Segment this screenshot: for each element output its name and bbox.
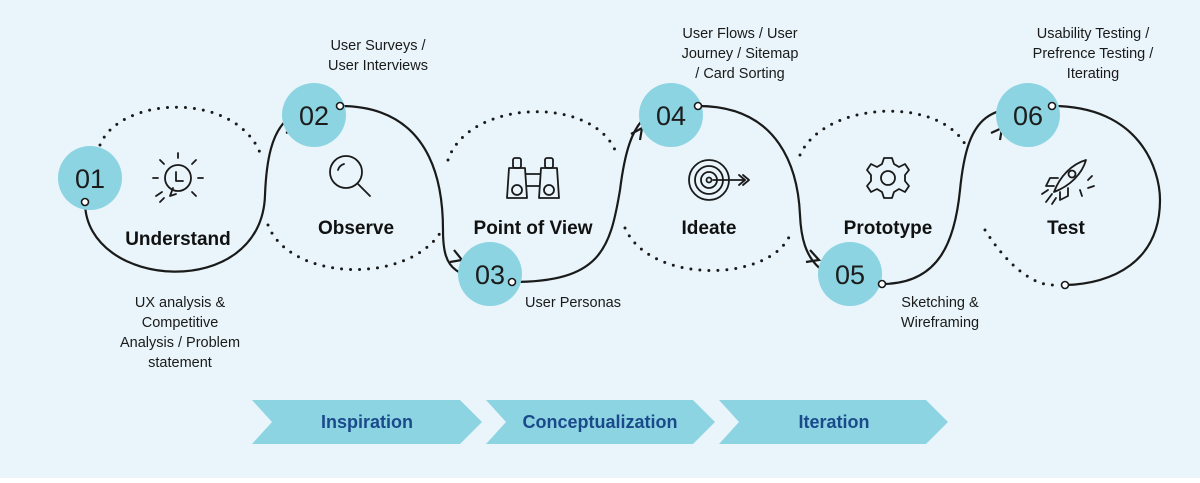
node-dot [80, 197, 90, 207]
note-line: Iterating [1067, 66, 1119, 82]
note-prototype: Sketching & Wireframing [901, 295, 979, 331]
dotted-arc [446, 110, 617, 162]
step-circle-05 [818, 242, 882, 306]
lightbulb-icon [152, 152, 204, 203]
note-line: Competitive [142, 315, 219, 331]
node-dot [693, 101, 703, 111]
note-line: User Personas [525, 295, 621, 311]
step-number: 06 [1013, 101, 1043, 131]
gear-icon [866, 157, 910, 199]
phase-label: Inspiration [321, 412, 413, 432]
note-test: Usability Testing / Prefrence Testing / … [1033, 26, 1155, 82]
note-line: Prefrence Testing / [1033, 46, 1155, 62]
arrowhead [805, 249, 822, 264]
step-circle-04 [639, 83, 703, 147]
note-understand: UX analysis & Competitive Analysis / Pro… [120, 295, 240, 371]
node-dot [1047, 101, 1057, 111]
binoculars-icon [506, 157, 560, 199]
note-line: statement [148, 355, 212, 371]
note-line: Wireframing [901, 315, 979, 331]
note-line: Journey / Sitemap [682, 46, 799, 62]
step-number: 04 [656, 101, 686, 131]
phase-chevron-iteration [719, 400, 948, 444]
note-line: Sketching & [901, 295, 979, 311]
step-number: 03 [475, 260, 505, 290]
magnifier-icon [329, 155, 371, 197]
dotted-arc [798, 109, 970, 157]
step-number: 01 [75, 164, 105, 194]
note-line: User Interviews [328, 58, 428, 74]
target-icon [688, 159, 750, 201]
note-line: User Flows / User [682, 26, 797, 42]
phase-label: Iteration [798, 412, 869, 432]
dotted-arc [266, 223, 444, 271]
step-number: 05 [835, 260, 865, 290]
stage-name: Point of View [474, 218, 593, 239]
stage-name: Understand [125, 229, 231, 250]
stage-name: Ideate [682, 218, 737, 239]
note-point-of-view: User Personas [525, 295, 621, 311]
step-circle-02 [282, 83, 346, 147]
arrowhead [449, 249, 465, 264]
phase-chevron-inspiration [252, 400, 482, 444]
phase-chevron-conceptualization [486, 400, 715, 444]
node-dot [1060, 280, 1070, 290]
stage-name: Prototype [844, 218, 933, 239]
note-line: / Card Sorting [695, 66, 784, 82]
note-line: Analysis / Problem [120, 335, 240, 351]
note-observe: User Surveys / User Interviews [328, 38, 428, 74]
dotted-arc [98, 105, 264, 160]
note-line: Usability Testing / [1037, 26, 1151, 42]
node-dot [507, 277, 517, 287]
step-number: 02 [299, 101, 329, 131]
node-dot [877, 279, 887, 289]
rocket-icon [1041, 159, 1095, 205]
node-dot [335, 101, 345, 111]
note-line: User Surveys / [330, 38, 426, 54]
note-ideate: User Flows / User Journey / Sitemap / Ca… [682, 26, 799, 82]
dotted-arc [623, 226, 792, 272]
stage-name: Test [1047, 218, 1085, 239]
step-circle-03 [458, 242, 522, 306]
phase-label: Conceptualization [522, 412, 677, 432]
step-circle-06 [996, 83, 1060, 147]
dotted-arc [983, 228, 1062, 287]
stage-name: Observe [318, 218, 394, 239]
step-circle-01 [58, 146, 122, 210]
flow-line [83, 104, 1162, 287]
note-line: UX analysis & [135, 295, 226, 311]
